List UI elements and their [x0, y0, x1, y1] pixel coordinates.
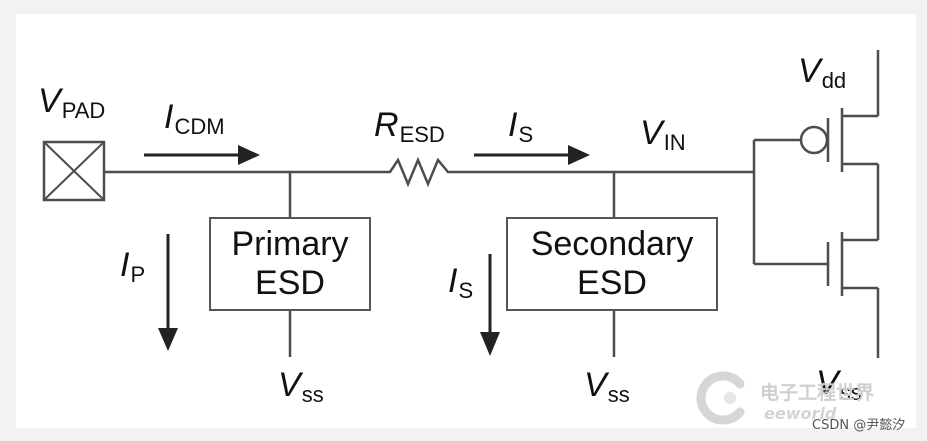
circuit-wires	[42, 50, 880, 358]
primary-esd-line1: Primary	[231, 224, 349, 263]
pad-symbol	[42, 140, 106, 202]
is-left-arrow	[480, 254, 500, 356]
vss-secondary-label: Vss	[584, 366, 630, 407]
nmos-transistor	[826, 232, 880, 358]
is-top-arrow	[474, 145, 590, 165]
vss-primary-label: Vss	[278, 366, 324, 407]
ip-label: IP	[120, 246, 146, 287]
is-top-label: IS	[508, 106, 534, 147]
esd-resistor	[380, 156, 460, 188]
icdm-label: ICDM	[164, 98, 225, 139]
watermark-logo-sub: eeworld	[764, 404, 837, 423]
pmos-transistor	[799, 50, 880, 172]
vin-label: VIN	[640, 114, 686, 155]
watermark-credit: CSDN @尹懿汐	[812, 418, 906, 433]
icdm-arrow	[144, 145, 260, 165]
secondary-esd-box: Secondary ESD	[506, 217, 718, 311]
watermark-logo-text: 电子工程世界	[760, 382, 875, 404]
vdd-label: Vdd	[798, 52, 847, 93]
vss-output-label: Vss	[816, 364, 862, 405]
secondary-esd-line1: Secondary	[530, 224, 694, 263]
primary-esd-line2: ESD	[255, 264, 325, 302]
resd-label: RESD	[374, 106, 445, 147]
secondary-esd-line2: ESD	[577, 264, 647, 302]
diagram-canvas: Primary ESD Secondary ESD VPAD ICDM RESD…	[16, 14, 916, 433]
ip-arrow	[158, 234, 178, 351]
primary-esd-box: Primary ESD	[209, 217, 371, 311]
is-left-label: IS	[448, 262, 474, 303]
vpad-label: VPAD	[38, 82, 106, 123]
